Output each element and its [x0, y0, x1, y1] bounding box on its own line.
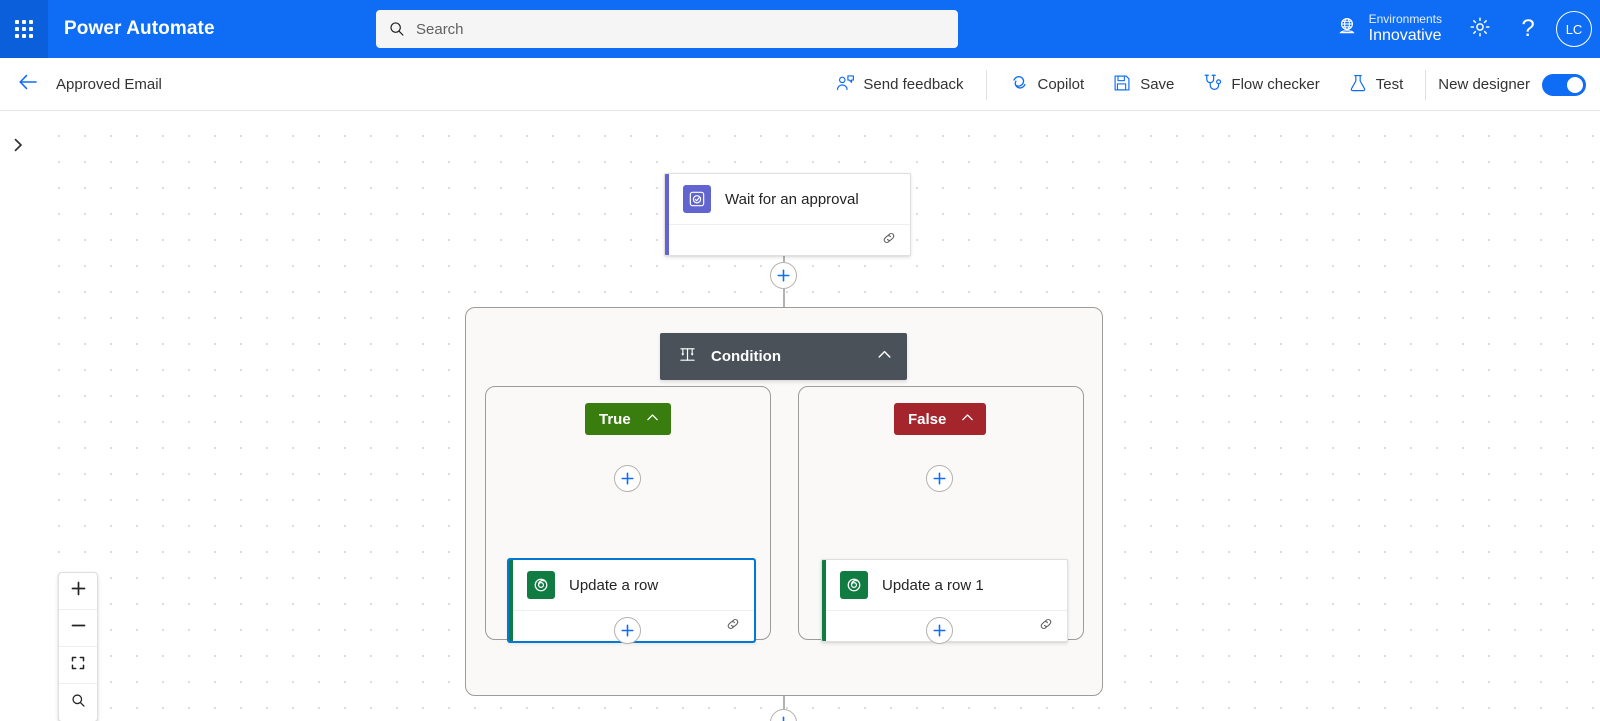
link-chain-icon[interactable] — [880, 229, 898, 252]
fit-to-screen-button[interactable] — [59, 647, 97, 684]
environment-value: Innovative — [1368, 26, 1442, 44]
true-label: True — [599, 410, 631, 428]
stethoscope-icon — [1202, 72, 1223, 97]
send-feedback-button[interactable]: Send feedback — [823, 66, 975, 104]
add-step-after-approval-button[interactable] — [770, 262, 797, 289]
command-divider — [985, 69, 987, 100]
dataverse-icon — [840, 571, 868, 599]
left-rail — [0, 111, 36, 721]
command-divider-2 — [1425, 69, 1427, 100]
flow-checker-button[interactable]: Flow checker — [1190, 66, 1331, 104]
canvas-zoom-controls — [58, 572, 98, 721]
add-step-false-branch-bottom-button[interactable] — [926, 617, 953, 644]
save-button[interactable]: Save — [1100, 66, 1186, 104]
brand-title[interactable]: Power Automate — [64, 18, 215, 39]
command-bar-actions: Send feedback Copilot — [821, 58, 1600, 111]
environment-globe-icon — [1335, 15, 1359, 44]
flow-checker-label: Flow checker — [1231, 76, 1320, 93]
save-label: Save — [1140, 76, 1175, 93]
suite-header: Power Automate — [0, 0, 1600, 58]
app-launcher-button[interactable] — [0, 0, 48, 58]
dataverse-icon — [527, 571, 555, 599]
copilot-button[interactable]: Copilot — [997, 66, 1097, 104]
condition-branch-icon — [678, 345, 697, 369]
send-feedback-label: Send feedback — [863, 76, 964, 93]
node-accent-bar — [665, 174, 669, 255]
settings-button[interactable] — [1456, 0, 1504, 58]
flow-canvas[interactable]: Wait for an approval — [36, 111, 1600, 721]
node-header: Wait for an approval — [665, 174, 910, 225]
arrow-left-icon — [16, 70, 40, 99]
command-bar: Approved Email Send feedback — [0, 58, 1600, 111]
node-title: Update a row — [569, 576, 659, 594]
node-title: Update a row 1 — [882, 576, 984, 594]
environment-label: Environments — [1368, 11, 1442, 26]
expand-panel-button[interactable] — [4, 133, 32, 161]
node-accent-bar — [822, 560, 826, 641]
chevron-right-icon — [10, 137, 26, 158]
link-chain-icon[interactable] — [1037, 615, 1055, 638]
environment-picker[interactable]: Environments Innovative — [1321, 0, 1456, 58]
toggle-knob — [1567, 76, 1583, 93]
add-step-after-condition-button[interactable] — [770, 709, 797, 721]
fit-screen-icon — [70, 655, 86, 676]
node-header: Update a row 1 — [822, 560, 1067, 611]
header-right-group: Environments Innovative ? LC — [1321, 0, 1600, 58]
copilot-icon — [1009, 72, 1030, 97]
copilot-label: Copilot — [1037, 76, 1085, 93]
back-button[interactable] — [4, 58, 52, 111]
test-button[interactable]: Test — [1336, 66, 1416, 104]
canvas-content: Wait for an approval — [36, 111, 1600, 721]
chevron-up-icon[interactable] — [960, 410, 975, 429]
designer-body: Wait for an approval — [0, 111, 1600, 721]
canvas-search-button[interactable] — [59, 684, 97, 721]
search-input[interactable] — [416, 20, 946, 38]
node-footer — [822, 611, 1067, 641]
flask-icon — [1348, 73, 1368, 97]
link-chain-icon[interactable] — [724, 615, 742, 638]
node-accent-bar — [509, 560, 513, 641]
plus-icon — [70, 580, 87, 602]
node-wait-for-an-approval[interactable]: Wait for an approval — [664, 173, 911, 256]
feedback-person-icon — [835, 73, 855, 97]
new-designer-label: New designer — [1438, 76, 1530, 93]
approvals-icon — [683, 185, 711, 213]
false-label: False — [908, 410, 947, 428]
search-icon — [388, 20, 406, 38]
question-mark-icon: ? — [1521, 15, 1535, 42]
branch-label-true[interactable]: True — [585, 403, 671, 435]
branch-label-false[interactable]: False — [894, 403, 986, 435]
magnifier-icon — [70, 692, 87, 714]
environment-text: Environments Innovative — [1368, 11, 1442, 45]
add-step-false-branch-top-button[interactable] — [926, 465, 953, 492]
search-box[interactable] — [376, 10, 958, 48]
test-label: Test — [1375, 76, 1404, 93]
page-title: Approved Email — [56, 75, 162, 93]
chevron-up-icon[interactable] — [645, 410, 660, 429]
waffle-icon — [15, 20, 33, 38]
help-button[interactable]: ? — [1504, 0, 1552, 58]
zoom-out-button[interactable] — [59, 610, 97, 647]
add-step-true-branch-top-button[interactable] — [614, 465, 641, 492]
zoom-in-button[interactable] — [59, 573, 97, 610]
add-step-true-branch-bottom-button[interactable] — [614, 617, 641, 644]
node-title: Wait for an approval — [725, 190, 859, 208]
condition-title: Condition — [711, 348, 781, 365]
node-header: Update a row — [509, 560, 754, 611]
node-footer — [665, 225, 910, 255]
new-designer-toggle-group: New designer — [1434, 73, 1600, 96]
new-designer-toggle[interactable] — [1542, 73, 1586, 96]
save-disk-icon — [1112, 73, 1132, 97]
gear-icon — [1468, 15, 1492, 44]
node-condition[interactable]: Condition — [660, 333, 907, 380]
avatar[interactable]: LC — [1556, 11, 1592, 47]
chevron-up-icon[interactable] — [876, 346, 893, 368]
minus-icon — [70, 617, 87, 639]
node-footer — [509, 611, 754, 641]
